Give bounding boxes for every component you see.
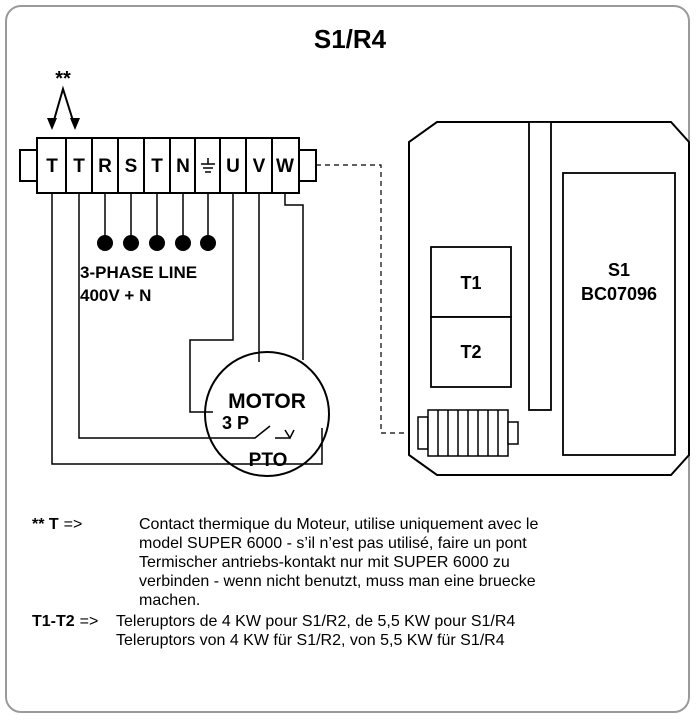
pto-label: PTO [249,450,288,471]
note-teleruptors: T1-T2 => Teleruptors de 4 KW pour S1/R2,… [32,612,682,650]
note-key-label: ** T [32,516,59,533]
t1-label: T1 [460,273,481,293]
t2-label: T2 [460,342,481,362]
terminal-t2: T [73,156,85,177]
note-key-label: T1-T2 [32,613,75,630]
note-line: machen. [139,592,201,609]
note-line: model SUPER 6000 - s’il n’est pas utilis… [139,535,527,552]
arrow-heads [47,118,80,130]
terminal-t1: T [46,156,58,177]
motor-phase-label: 3 P [222,413,249,433]
note-arrow: => [79,613,99,630]
motor-wires [51,193,323,465]
terminal-r: R [98,156,112,177]
note-line: verbinden - wenn nicht benutzt, muss man… [139,573,536,590]
double-star-marker: ** [55,68,71,90]
note-thermal-contact: ** T => Contact thermique du Moteur, uti… [32,515,682,610]
note-line: Termischer antriebs-kontakt nur mit SUPE… [139,554,510,571]
voltage-label: 400V + N [80,286,151,305]
note-key: ** T => [32,515,139,610]
note-line: Teleruptors de 4 KW pour S1/R2, de 5,5 K… [116,613,516,630]
control-link [316,164,418,434]
connector [417,409,519,457]
motor [204,351,330,477]
note-text: Contact thermique du Moteur, utilise uni… [139,515,538,610]
diagram-title: S1/R4 [314,24,387,54]
s1-label: S1 [608,260,630,280]
motor-label: MOTOR [228,390,306,413]
terminal-w: W [276,156,294,177]
terminal-t: T [151,156,163,177]
note-key: T1-T2 => [32,612,116,650]
terminal-v: V [253,156,266,177]
note-arrow: => [63,516,83,533]
terminal-u: U [226,156,240,177]
line-supply-wires [104,193,209,242]
note-line: Contact thermique du Moteur, utilise uni… [139,516,539,533]
line-supply-dots [97,235,216,251]
notes: ** T => Contact thermique du Moteur, uti… [32,515,682,652]
control-box [408,121,690,476]
terminal-n: N [176,156,190,177]
line-label: 3-PHASE LINE [80,263,197,282]
note-line: Teleruptors von 4 KW für S1/R2, von 5,5 … [116,632,505,649]
s1-code: BC07096 [581,284,657,304]
terminal-block: T T R S T N U V W [19,137,317,194]
terminal-s: S [125,156,138,177]
ground-icon [201,158,215,173]
note-text: Teleruptors de 4 KW pour S1/R2, de 5,5 K… [116,612,515,650]
thermal-contact-arrows [51,85,76,128]
